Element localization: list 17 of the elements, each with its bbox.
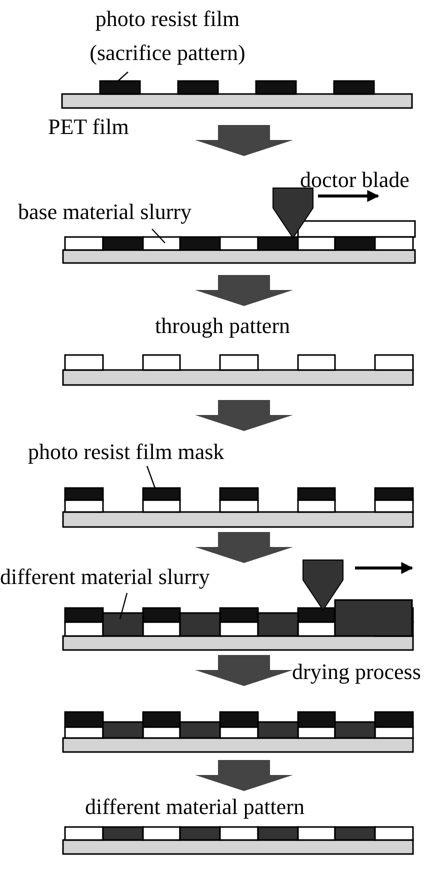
layer-segment xyxy=(102,612,144,637)
leader-line xyxy=(119,592,128,620)
callout-label: photo resist film (sacrifice pattern) xyxy=(60,2,275,70)
step-label: doctor blade xyxy=(300,166,410,194)
step-label: PET film xyxy=(48,113,129,141)
callout-label: base material slurry xyxy=(18,198,192,226)
callout-label: different material slurry xyxy=(0,563,210,591)
leader-line xyxy=(152,228,166,244)
step-label: through pattern xyxy=(155,312,290,340)
step-label: drying process xyxy=(292,658,421,686)
callout-label: photo resist film mask xyxy=(28,438,224,466)
leader-line xyxy=(118,72,128,82)
step-label: different material pattern xyxy=(85,793,304,821)
layer-segment xyxy=(142,236,181,251)
layer-segment xyxy=(99,80,141,95)
layer-segment xyxy=(142,487,181,501)
leader-line xyxy=(146,466,156,488)
